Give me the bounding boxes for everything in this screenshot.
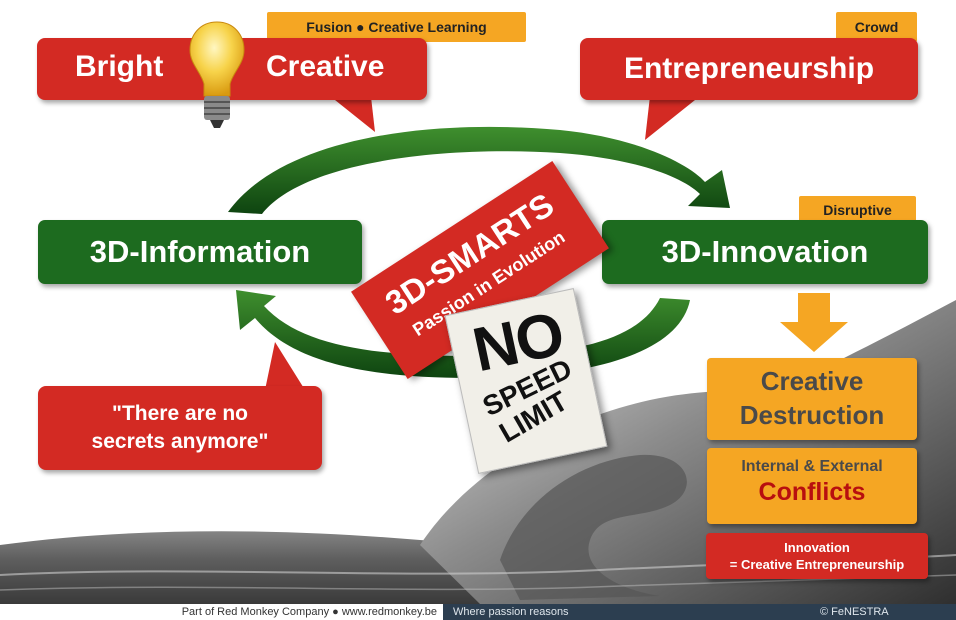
footer-bar: Where passion reasons © FeNESTRA — [443, 604, 956, 620]
3d-information-label: 3D-Information — [89, 234, 311, 269]
down-arrow — [780, 293, 848, 352]
footer-copyright: © FeNESTRA — [820, 606, 889, 618]
3d-innovation-box: 3D-Innovation — [602, 220, 928, 284]
crowd-tag: Crowd — [836, 12, 917, 42]
entrepreneurship-bubble: Entrepreneurship — [580, 38, 918, 100]
lightbulb-icon — [189, 21, 245, 128]
footer: Part of Red Monkey Company ● www.redmonk… — [0, 604, 956, 620]
innovation-line-1: Innovation — [784, 540, 850, 555]
innovation-box: Innovation = Creative Entrepreneurship — [706, 533, 928, 579]
footer-slogan: Where passion reasons — [453, 606, 569, 618]
top-right-bubble-tail — [645, 96, 700, 140]
conflicts-line-2: Conflicts — [758, 478, 866, 506]
creative-label: Creative — [266, 50, 385, 83]
3d-innovation-label: 3D-Innovation — [661, 234, 869, 269]
3d-information-box: 3D-Information — [38, 220, 362, 284]
entrepreneurship-label: Entrepreneurship — [623, 52, 875, 85]
footer-company: Part of Red Monkey Company ● www.redmonk… — [0, 604, 443, 620]
wave-curl — [500, 454, 687, 600]
disruptive-tag: Disruptive — [799, 196, 916, 224]
quote-bubble-tail — [265, 342, 305, 390]
conflicts-line-1: Internal & External — [741, 458, 883, 475]
bright-label: Bright — [75, 50, 164, 83]
quote-bubble: "There are no secrets anymore" — [38, 386, 322, 470]
creative-destruction-line-2: Destruction — [739, 400, 885, 430]
creative-destruction-line-1: Creative — [760, 366, 864, 396]
fusion-tag: Fusion ● Creative Learning — [267, 12, 526, 42]
conflicts-box: Internal & External Conflicts — [707, 448, 917, 524]
top-cycle-arrow — [228, 126, 730, 214]
innovation-line-2: = Creative Entrepreneurship — [729, 557, 905, 572]
quote-line-2: secrets anymore" — [91, 430, 269, 453]
creative-destruction-box: Creative Destruction — [707, 358, 917, 440]
quote-line-1: "There are no — [112, 402, 248, 425]
